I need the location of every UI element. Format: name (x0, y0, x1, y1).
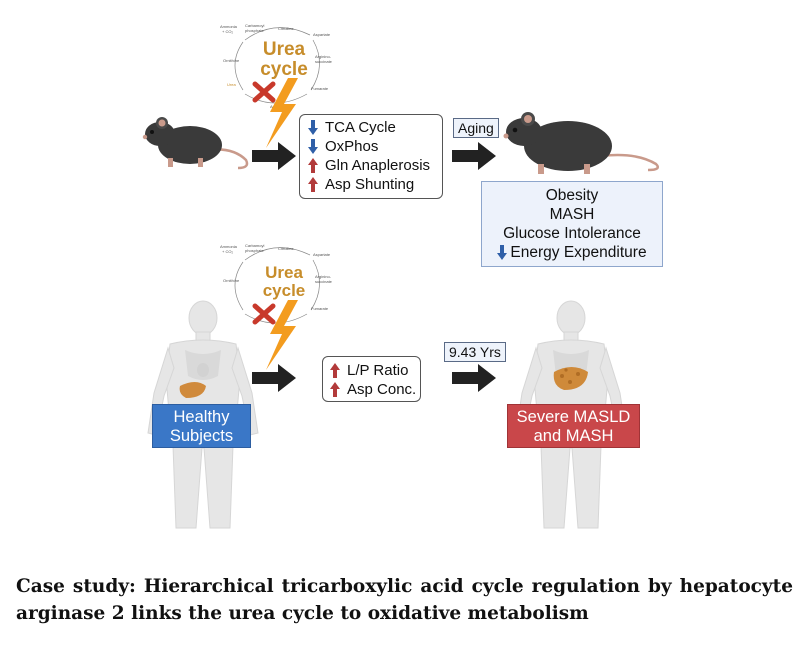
arrow-up-icon (307, 177, 319, 192)
outcome-line-label: Energy Expenditure (510, 244, 647, 261)
mouse-effects-box: TCA Cycle OxPhos Gln Anaplerosis Asp Shu… (299, 114, 443, 199)
arrow-down-icon (307, 120, 319, 135)
metabolite-label: succinate (315, 279, 333, 284)
metabolite-label: Fumarate (311, 86, 329, 91)
urea-cycle-diagram-bottom: Ammonia + CO₂ Carbamoyl phosphate Citrul… (220, 243, 333, 324)
lightning-bolt-icon (266, 300, 298, 370)
follow-up-duration-label: 9.43 Yrs (444, 342, 506, 362)
metabolite-label: Ammonia (220, 244, 238, 249)
effect-label: Gln Anaplerosis (325, 157, 431, 174)
metabolite-label: Arginino- (315, 274, 332, 279)
severe-masld-line2: and MASH (533, 427, 614, 445)
mouse-outcome-box: Obesity MASH Glucose Intolerance Energy … (481, 181, 663, 267)
healthy-subjects-line1: Healthy (173, 408, 230, 426)
effect-row: TCA Cycle (307, 118, 442, 137)
healthy-subjects-label: Healthy Subjects (152, 404, 251, 448)
severe-masld-label: Severe MASLD and MASH (507, 404, 640, 448)
metabolite-label: Aspartate (313, 252, 331, 257)
metabolite-label: Carbamoyl (245, 23, 264, 28)
outcome-line: MASH (549, 206, 595, 223)
human-effects-box: L/P Ratio Asp Conc. (322, 356, 421, 402)
effect-label: TCA Cycle (325, 119, 396, 136)
urea-cycle-title-bottom: Urea cycle (254, 264, 314, 300)
urea-cycle-title-line1: Urea (262, 39, 306, 60)
effect-label: Asp Shunting (325, 176, 415, 193)
metabolite-label: Arginino- (315, 54, 332, 59)
metabolite-label: Ornithine (223, 58, 240, 63)
metabolite-label: phosphate (245, 28, 264, 33)
metabolite-label: succinate (315, 59, 333, 64)
mouse-young-icon (142, 117, 249, 170)
effect-row: L/P Ratio (329, 361, 420, 380)
severe-masld-line1: Severe MASLD (516, 408, 631, 426)
outcome-line: Obesity (545, 187, 599, 204)
arrow-right-icon (452, 142, 496, 170)
effect-row: Asp Shunting (307, 175, 442, 194)
effect-row: Asp Conc. (329, 380, 420, 399)
x-mark-icon (252, 81, 276, 103)
healthy-subjects-line2: Subjects (169, 427, 234, 445)
metabolite-label: Citrulline (278, 26, 294, 31)
metabolite-label: Ornithine (223, 278, 240, 283)
metabolite-label: phosphate (245, 248, 264, 253)
effect-label: OxPhos (325, 138, 379, 155)
outcome-line: Glucose Intolerance (503, 225, 641, 242)
x-mark-icon (252, 303, 276, 325)
urea-cycle-title: Urea cycle (254, 40, 314, 80)
urea-cycle-title-line2: cycle (260, 59, 308, 80)
arrow-right-icon (252, 364, 296, 392)
effect-label: L/P Ratio (347, 362, 409, 379)
effect-label: Asp Conc. (347, 381, 417, 398)
arrow-up-icon (329, 382, 341, 397)
effect-row: OxPhos (307, 137, 442, 156)
arrow-down-icon (497, 245, 508, 260)
metabolite-label: + CO₂ (222, 29, 233, 34)
mouse-aged-icon (503, 112, 659, 174)
metabolite-label: Fumarate (311, 306, 329, 311)
metabolite-label: + CO₂ (222, 249, 233, 254)
urea-cycle-title-line1: Urea (265, 263, 303, 282)
arrow-up-icon (307, 158, 319, 173)
figure-caption: Case study: Hierarchical tricarboxylic a… (16, 576, 793, 624)
metabolite-label: Aspartate (313, 32, 331, 37)
urea-cycle-title-line2: cycle (262, 281, 306, 300)
arrow-right-icon (252, 142, 296, 170)
metabolite-label: Urea (227, 82, 236, 87)
lightning-bolt-icon (266, 78, 298, 148)
arrow-right-icon (452, 364, 496, 392)
metabolite-label: Carbamoyl (245, 243, 264, 248)
aging-label: Aging (453, 118, 499, 138)
metabolite-label: Ammonia (220, 24, 238, 29)
arrow-up-icon (329, 363, 341, 378)
outcome-line: Energy Expenditure (482, 243, 662, 262)
metabolite-label: Citrulline (278, 246, 294, 251)
effect-row: Gln Anaplerosis (307, 156, 442, 175)
arrow-down-icon (307, 139, 319, 154)
